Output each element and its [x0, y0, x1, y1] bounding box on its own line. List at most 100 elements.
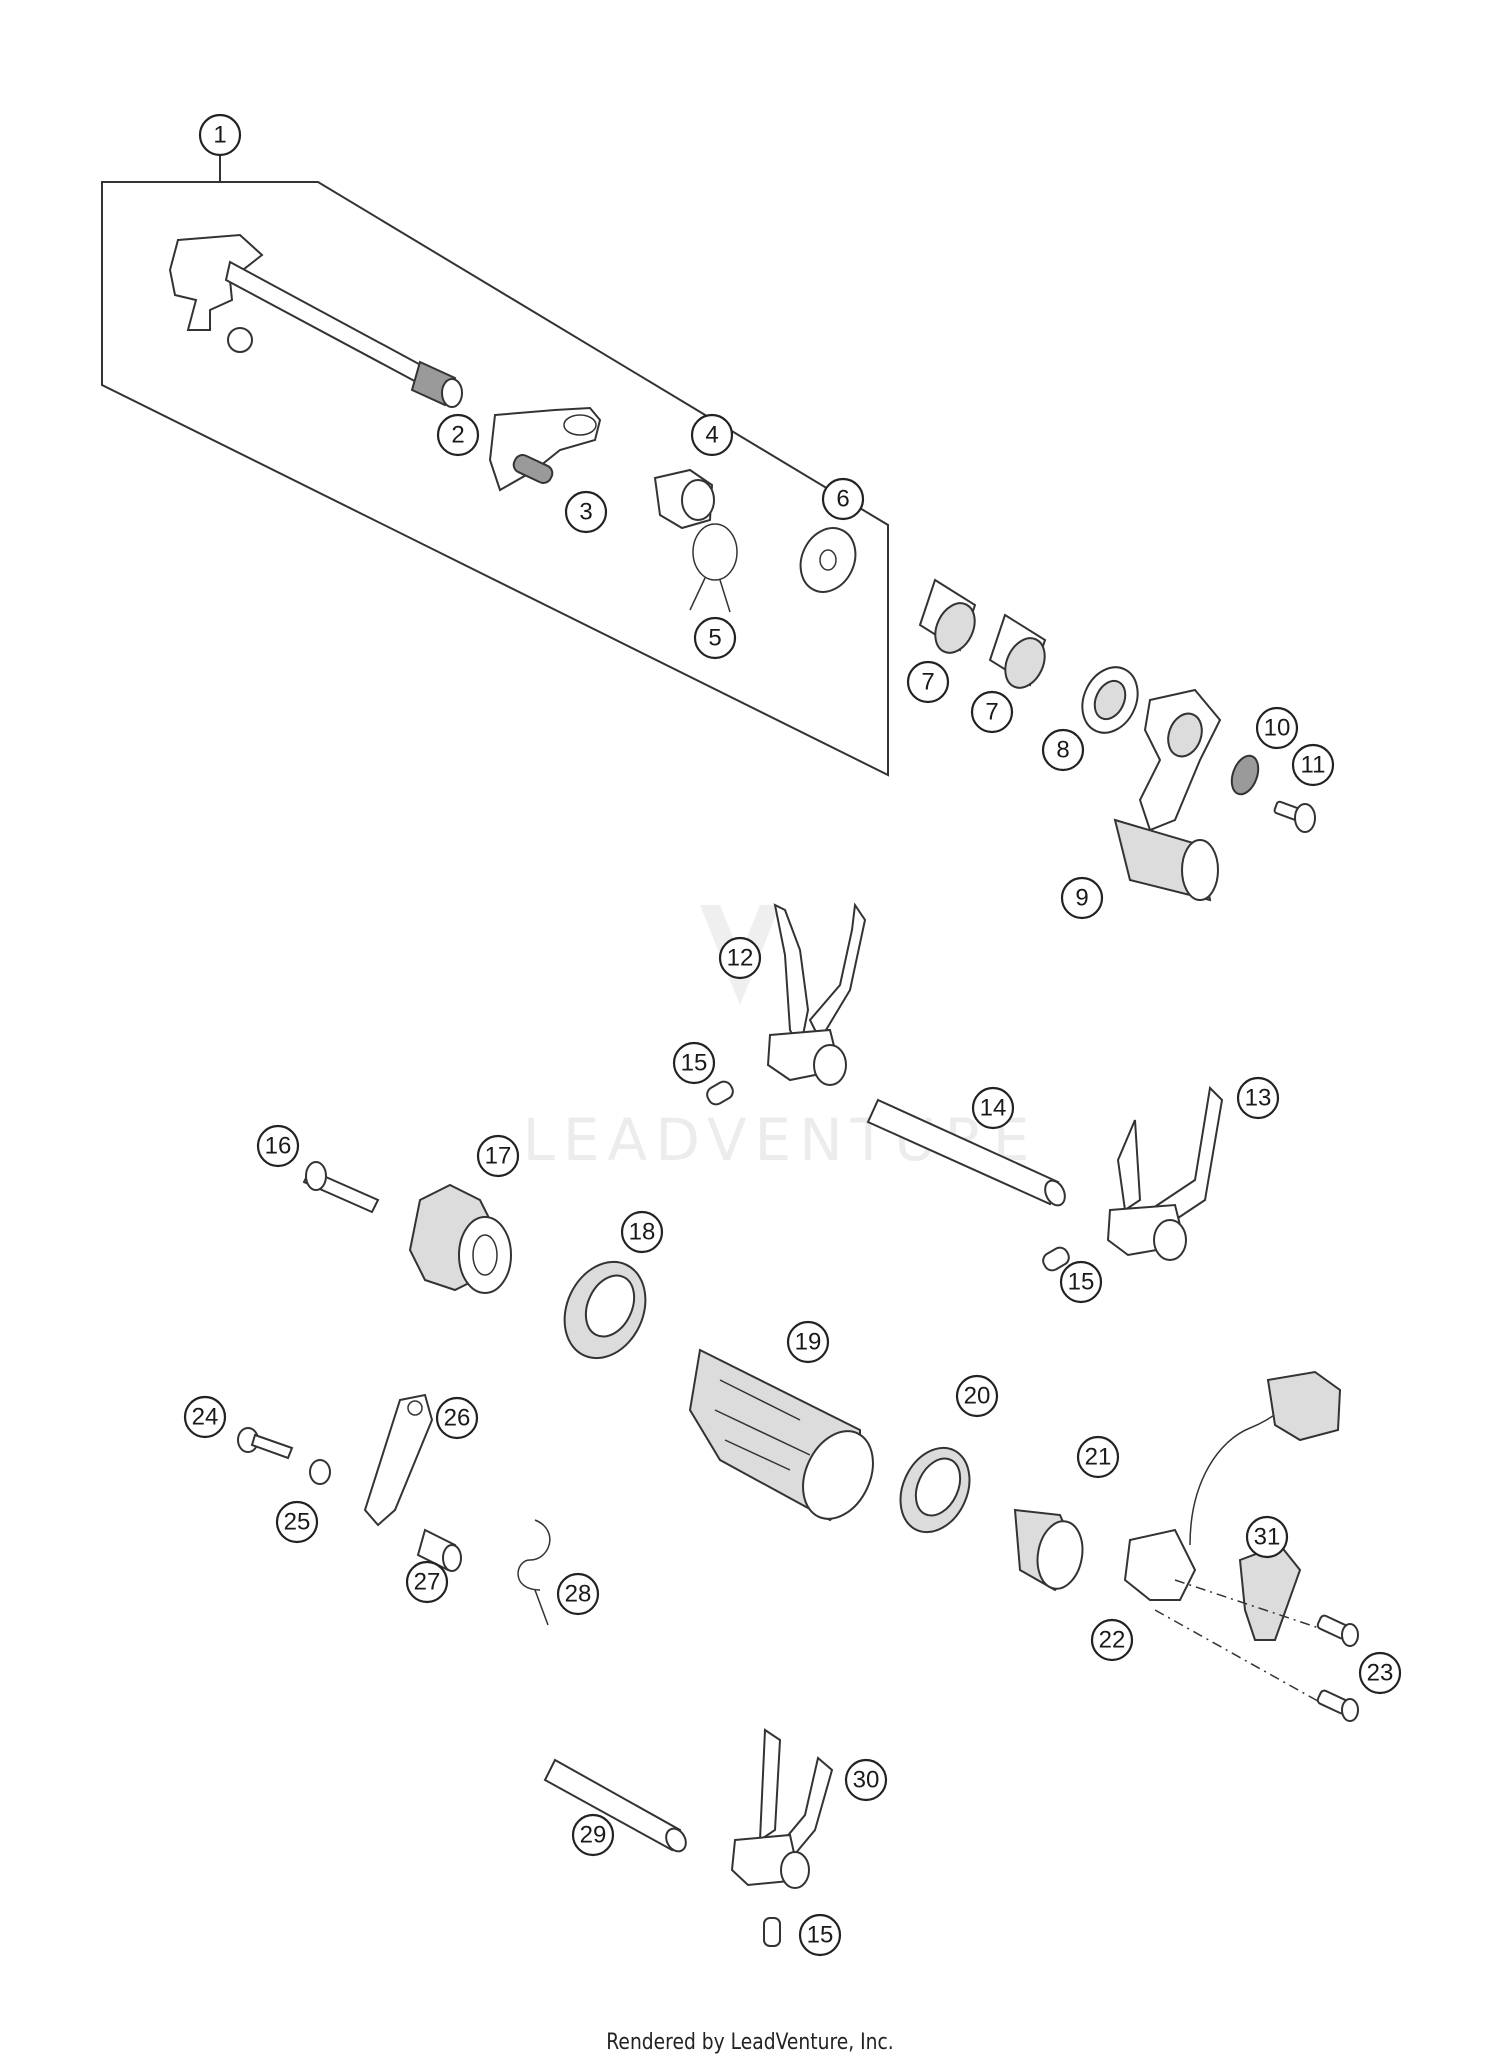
callout-15a: 15 — [672, 1041, 716, 1085]
svg-text:9: 9 — [1075, 885, 1088, 912]
callout-4: 4 — [690, 413, 734, 457]
callout-14: 14 — [971, 1086, 1015, 1130]
callout-27: 27 — [405, 1560, 449, 1604]
sensor-cap — [1013, 1508, 1084, 1592]
fork-rod-b — [543, 1758, 687, 1853]
shift-fork-b — [1106, 1085, 1224, 1261]
svg-text:4: 4 — [705, 422, 718, 449]
svg-text:5: 5 — [708, 625, 721, 652]
callout-21: 21 — [1076, 1435, 1120, 1479]
callout-23: 23 — [1358, 1651, 1402, 1695]
gear-position-sensor — [1123, 1370, 1342, 1706]
fork-rod-a — [866, 1098, 1066, 1207]
locking-lever — [363, 1393, 434, 1527]
svg-text:2: 2 — [451, 422, 464, 449]
svg-text:26: 26 — [444, 1405, 471, 1432]
shift-fork-c — [730, 1728, 834, 1889]
callout-10: 10 — [1255, 706, 1299, 750]
callout-12: 12 — [718, 936, 762, 980]
assembly-frame — [101, 181, 889, 777]
svg-text:6: 6 — [836, 486, 849, 513]
bushing-a — [918, 578, 977, 654]
shift-drum — [688, 1348, 874, 1522]
svg-text:7: 7 — [921, 669, 934, 696]
svg-text:28: 28 — [565, 1581, 592, 1608]
callout-30: 30 — [844, 1758, 888, 1802]
svg-text:16: 16 — [265, 1133, 292, 1160]
pin-c — [763, 1917, 781, 1947]
shift-fork-a — [766, 902, 867, 1086]
svg-text:17: 17 — [485, 1143, 512, 1170]
svg-text:14: 14 — [980, 1095, 1007, 1122]
callout-25: 25 — [275, 1500, 319, 1544]
svg-text:24: 24 — [192, 1404, 219, 1431]
svg-text:15: 15 — [681, 1050, 708, 1077]
washer — [799, 527, 857, 593]
svg-text:7: 7 — [985, 699, 998, 726]
shift-shaft — [168, 233, 463, 408]
svg-text:27: 27 — [414, 1569, 441, 1596]
shaft-seal — [563, 1260, 647, 1360]
bolt-24 — [237, 1427, 294, 1460]
callout-19: 19 — [786, 1320, 830, 1364]
callout-6: 6 — [821, 477, 865, 521]
seal-ring — [1081, 666, 1139, 734]
svg-text:15: 15 — [1068, 1269, 1095, 1296]
svg-text:20: 20 — [964, 1383, 991, 1410]
callout-13: 13 — [1236, 1076, 1280, 1120]
return-spring — [689, 523, 738, 613]
svg-text:23: 23 — [1367, 1660, 1394, 1687]
callout-1: 1 — [198, 113, 242, 157]
svg-text:1: 1 — [213, 122, 226, 149]
svg-text:25: 25 — [284, 1509, 311, 1536]
callout-24: 24 — [183, 1395, 227, 1439]
svg-text:19: 19 — [795, 1329, 822, 1356]
svg-text:13: 13 — [1245, 1085, 1272, 1112]
svg-text:31: 31 — [1254, 1524, 1281, 1551]
callout-28: 28 — [556, 1572, 600, 1616]
lever-bolt — [1273, 800, 1316, 833]
svg-text:12: 12 — [727, 945, 754, 972]
svg-text:15: 15 — [807, 1922, 834, 1949]
bushing-clip — [653, 468, 715, 530]
callout-26: 26 — [435, 1396, 479, 1440]
bushing-b — [988, 613, 1047, 689]
small-spring — [512, 454, 554, 484]
callout-20: 20 — [955, 1374, 999, 1418]
svg-text:11: 11 — [1301, 752, 1326, 779]
shift-drum-locating — [408, 1183, 512, 1294]
washer-25 — [309, 1459, 331, 1485]
callout-17: 17 — [476, 1134, 520, 1178]
callout-8: 8 — [1041, 728, 1085, 772]
svg-text:10: 10 — [1264, 715, 1291, 742]
callout-15c: 15 — [798, 1913, 842, 1957]
footer-credit: Rendered by LeadVenture, Inc. — [606, 2030, 894, 2055]
callout-7a: 7 — [906, 660, 950, 704]
torsion-spring — [517, 1519, 551, 1626]
svg-text:18: 18 — [629, 1219, 656, 1246]
callout-16: 16 — [256, 1124, 300, 1168]
callout-18: 18 — [620, 1210, 664, 1254]
callout-15b: 15 — [1059, 1260, 1103, 1304]
callout-7b: 7 — [970, 690, 1014, 734]
callout-11: 11 — [1291, 743, 1335, 787]
callout-9: 9 — [1060, 876, 1104, 920]
svg-text:29: 29 — [580, 1822, 607, 1849]
callout-22: 22 — [1090, 1618, 1134, 1662]
callout-29: 29 — [571, 1813, 615, 1857]
svg-text:8: 8 — [1056, 737, 1069, 764]
svg-text:21: 21 — [1085, 1444, 1112, 1471]
sensor-screws — [1316, 1614, 1359, 1722]
callout-5: 5 — [693, 616, 737, 660]
pin-b — [1042, 1246, 1070, 1272]
callout-3: 3 — [564, 490, 608, 534]
bushing-27 — [416, 1528, 462, 1572]
callout-2: 2 — [436, 413, 480, 457]
bolt-16 — [302, 1161, 380, 1214]
nut — [1230, 754, 1260, 796]
svg-text:30: 30 — [853, 1767, 880, 1794]
callout-31: 31 — [1245, 1515, 1289, 1559]
shift-lever — [1113, 688, 1222, 902]
svg-text:22: 22 — [1099, 1627, 1126, 1654]
